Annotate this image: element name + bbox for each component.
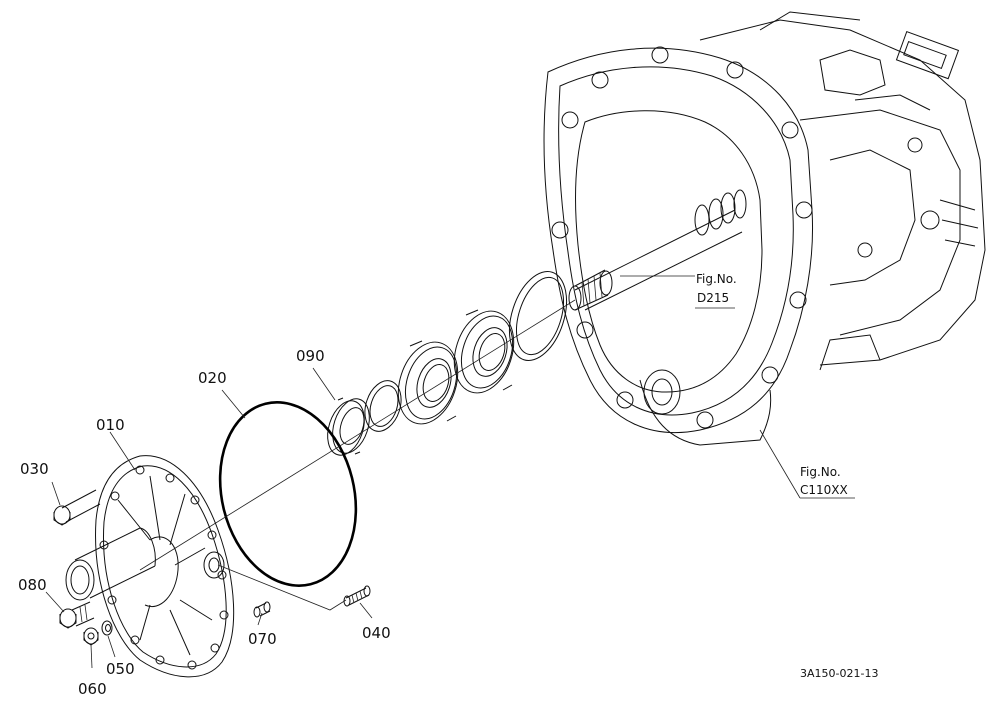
washer-050 — [101, 620, 113, 636]
callout-060: 060 — [78, 680, 107, 698]
callout-070: 070 — [248, 630, 277, 648]
stud-040 — [343, 585, 371, 607]
ball-bearing-right — [453, 309, 515, 394]
snap-ring-small — [364, 380, 402, 432]
bolt-030 — [53, 489, 101, 526]
leader-lines — [45, 275, 855, 669]
fig-ref-d215-line1: Fig.No. — [696, 272, 737, 286]
callout-040: 040 — [362, 624, 391, 642]
callout-010: 010 — [96, 416, 125, 434]
transmission-case — [543, 11, 986, 446]
snap-ring-large — [508, 271, 568, 361]
callout-020: 020 — [198, 369, 227, 387]
housing-cover — [65, 455, 235, 678]
callout-080: 080 — [18, 576, 47, 594]
assembly-axis-line — [139, 299, 576, 571]
ball-bearing-left — [397, 340, 459, 425]
fig-ref-c110xx-line1: Fig.No. — [800, 465, 841, 479]
callout-090: 090 — [296, 347, 325, 365]
fig-ref-d215-line2: D215 — [697, 291, 729, 305]
callout-030: 030 — [20, 460, 49, 478]
pin-070 — [253, 601, 271, 618]
callout-050: 050 — [106, 660, 135, 678]
oil-seal — [327, 397, 370, 456]
drawing-code: 3A150-021-13 — [800, 667, 878, 680]
nut-060 — [83, 627, 99, 646]
fig-ref-c110xx-line2: C110XX — [800, 483, 848, 497]
o-ring — [218, 401, 358, 587]
input-shaft — [568, 189, 747, 311]
plug-080 — [59, 601, 95, 629]
